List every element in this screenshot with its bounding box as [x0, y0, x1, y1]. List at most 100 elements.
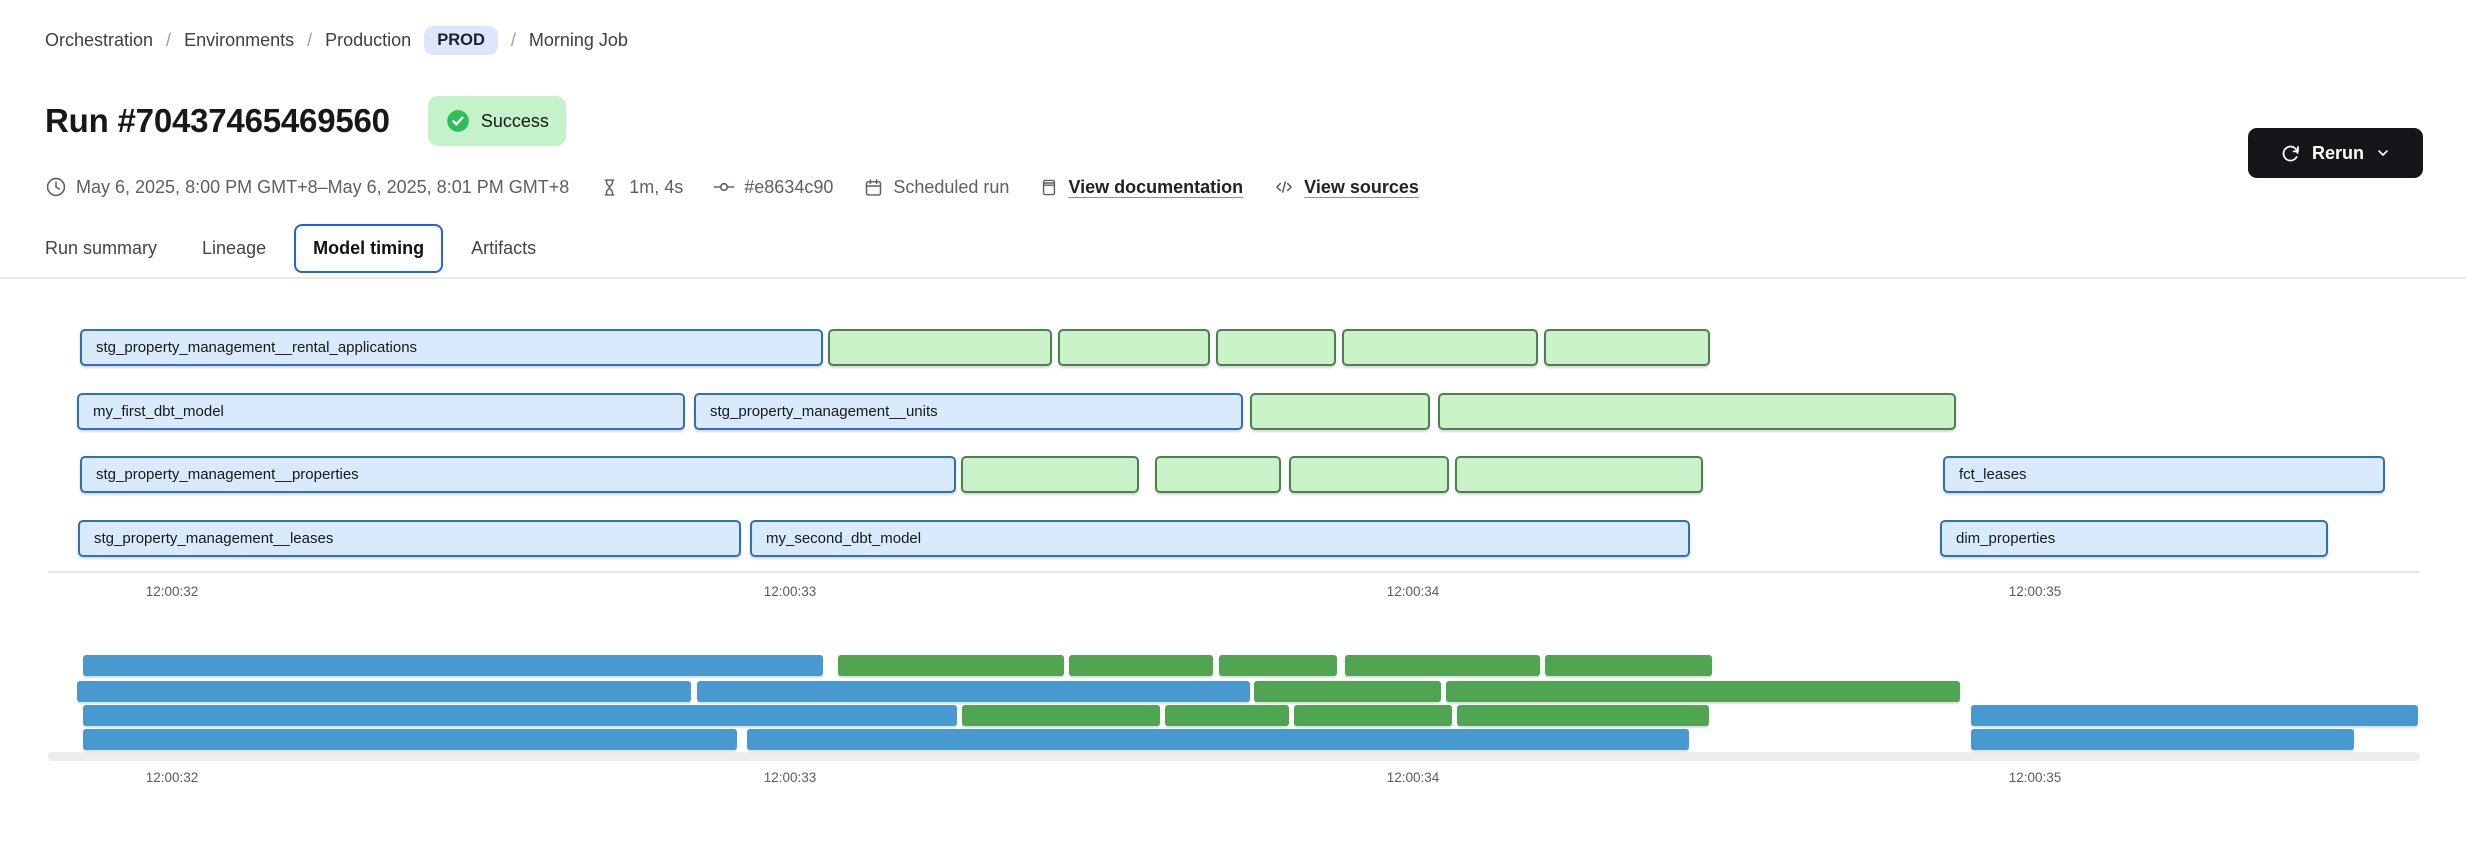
breadcrumb-production[interactable]: Production [325, 30, 412, 50]
model-bar[interactable]: stg_property_management__rental_applicat… [80, 329, 823, 366]
minimap-bar [1345, 655, 1540, 676]
commit-hash-text: #e8634c90 [744, 176, 834, 197]
minimap-bar [1457, 705, 1709, 726]
clock-icon [46, 177, 66, 197]
status-badge-label: Success [480, 110, 549, 131]
minimap-scroll-track[interactable] [48, 752, 2420, 761]
status-badge: Success [427, 96, 566, 146]
minimap-bar [83, 705, 957, 726]
run-tabs: Run summary Lineage Model timing Artifac… [45, 219, 536, 277]
breadcrumb-morning-job[interactable]: Morning Job [528, 30, 628, 50]
test-bar[interactable] [1250, 393, 1430, 430]
model-bar[interactable]: stg_property_management__units [694, 393, 1243, 430]
test-bar[interactable] [1342, 329, 1538, 366]
page-title: Run #70437465469560 [45, 102, 390, 139]
run-duration-text: 1m, 4s [629, 176, 684, 197]
minimap-bar [77, 681, 691, 702]
test-bar[interactable] [961, 456, 1139, 493]
run-trigger-text: Scheduled run [893, 176, 1010, 197]
test-bar[interactable] [1438, 393, 1956, 430]
tab-artifacts[interactable]: Artifacts [471, 237, 537, 258]
breadcrumb-separator: / [510, 30, 516, 50]
time-tick-label: 12:00:32 [145, 770, 199, 785]
tab-model-timing[interactable]: Model timing [294, 223, 444, 273]
rerun-button-label: Rerun [2311, 142, 2364, 163]
test-bar[interactable] [1155, 456, 1281, 493]
model-bar-label: stg_property_management__units [710, 403, 938, 420]
tabs-divider [0, 277, 2466, 279]
time-tick-label: 12:00:33 [763, 770, 817, 785]
minimap-bar [1545, 655, 1712, 676]
minimap-bar [1294, 705, 1452, 726]
check-circle-icon [446, 110, 469, 132]
model-bar-label: dim_properties [1956, 530, 2056, 547]
minimap-bar [1069, 655, 1213, 676]
model-bar[interactable]: stg_property_management__properties [80, 456, 956, 493]
minimap-bar [1254, 681, 1441, 702]
view-sources-text[interactable]: View sources [1304, 176, 1419, 197]
model-bar-label: stg_property_management__rental_applicat… [96, 339, 418, 356]
tab-run-summary[interactable]: Run summary [45, 237, 158, 258]
model-bar-label: stg_property_management__properties [96, 466, 359, 483]
minimap-bar [1446, 681, 1960, 702]
hourglass-icon [604, 178, 615, 196]
chevron-down-icon [2378, 150, 2388, 156]
test-bar[interactable] [1544, 329, 1710, 366]
minimap-bar [83, 729, 737, 750]
environment-badge: PROD [424, 26, 498, 55]
model-bar-label: stg_property_management__leases [94, 530, 334, 547]
run-time-range-text: May 6, 2025, 8:00 PM GMT+8–May 6, 2025, … [76, 176, 570, 197]
minimap-bar [747, 729, 1689, 750]
model-bar-label: my_first_dbt_model [93, 403, 224, 420]
document-icon [1043, 179, 1056, 195]
minimap-bar [962, 705, 1160, 726]
model-bar-label: my_second_dbt_model [766, 530, 922, 547]
time-tick-label: 12:00:33 [763, 584, 817, 599]
breadcrumb-environments[interactable]: Environments [184, 30, 295, 50]
refresh-icon [2282, 145, 2299, 161]
model-bar[interactable]: my_first_dbt_model [77, 393, 685, 430]
minimap-bar [1971, 729, 2354, 750]
commit-icon [714, 182, 735, 192]
minimap-bar [1219, 655, 1337, 676]
time-tick-label: 12:00:34 [1386, 770, 1440, 785]
model-bar-label: fct_leases [1959, 466, 2027, 483]
minimap-bar [1971, 705, 2418, 726]
time-tick-label: 12:00:35 [2008, 584, 2062, 599]
time-tick-label: 12:00:32 [145, 584, 199, 599]
model-bar[interactable]: dim_properties [1940, 520, 2328, 557]
time-tick-label: 12:00:34 [1386, 584, 1440, 599]
test-bar[interactable] [1216, 329, 1336, 366]
time-tick-label: 12:00:35 [2008, 770, 2062, 785]
test-bar[interactable] [1455, 456, 1703, 493]
breadcrumb-separator: / [166, 30, 172, 50]
test-bar[interactable] [828, 329, 1052, 366]
commit-hash: #e8634c90 [713, 176, 833, 198]
run-time-range: May 6, 2025, 8:00 PM GMT+8–May 6, 2025, … [45, 176, 569, 198]
view-sources-link[interactable]: View sources [1273, 176, 1419, 198]
minimap-bar [838, 655, 1064, 676]
run-trigger: Scheduled run [863, 177, 1009, 198]
title-row: Run #70437465469560 Success [45, 96, 566, 146]
view-documentation-link[interactable]: View documentation [1039, 177, 1243, 198]
run-duration: 1m, 4s [599, 177, 683, 198]
model-bar[interactable]: my_second_dbt_model [750, 520, 1690, 557]
breadcrumb: Orchestration / Environments / Productio… [45, 26, 628, 55]
breadcrumb-separator: / [307, 30, 313, 50]
minimap-bar [697, 681, 1250, 702]
calendar-icon [866, 178, 882, 196]
view-documentation-text[interactable]: View documentation [1068, 176, 1244, 197]
minimap-bar [1165, 705, 1289, 726]
breadcrumb-orchestration[interactable]: Orchestration [45, 30, 154, 50]
rerun-button[interactable]: Rerun [2248, 128, 2423, 178]
code-icon [1276, 181, 1293, 193]
tab-lineage[interactable]: Lineage [202, 237, 267, 258]
test-bar[interactable] [1289, 456, 1449, 493]
model-bar[interactable]: stg_property_management__leases [78, 520, 741, 557]
test-bar[interactable] [1058, 329, 1210, 366]
time-axis-divider [48, 571, 2420, 573]
run-meta-row: May 6, 2025, 8:00 PM GMT+8–May 6, 2025, … [45, 176, 1419, 198]
model-bar[interactable]: fct_leases [1943, 456, 2385, 493]
